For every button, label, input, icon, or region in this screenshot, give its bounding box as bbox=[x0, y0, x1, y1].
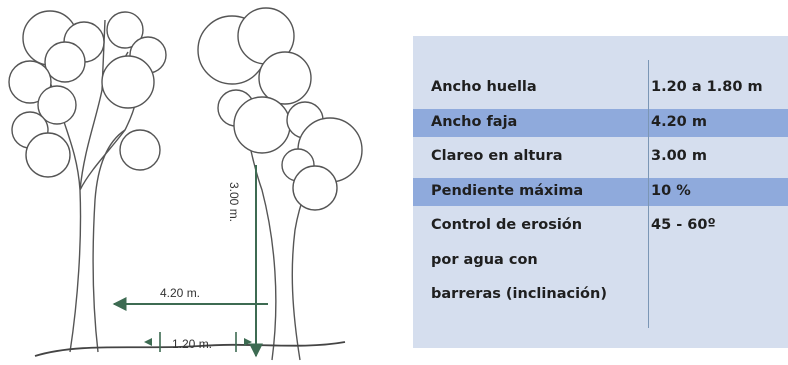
spec-label: Ancho faja bbox=[431, 113, 518, 130]
spec-value: 3.00 m bbox=[651, 148, 707, 164]
spec-table: Ancho huella 1.20 a 1.80 m Ancho faja 4.20 … bbox=[413, 36, 788, 348]
trail-width-label: 1.20 m. bbox=[172, 337, 212, 351]
height-label: 3.00 m. bbox=[227, 182, 241, 222]
spec-label: Pendiente máxima bbox=[431, 182, 584, 199]
left-tree bbox=[8, 10, 167, 353]
spec-label: Clareo en altura bbox=[431, 148, 563, 164]
spec-row: Control de erosión 45 - 60º bbox=[413, 212, 788, 240]
spec-row: Ancho faja 4.20 m bbox=[413, 108, 788, 137]
spec-label: Control de erosión bbox=[431, 217, 583, 233]
spec-row: por agua con bbox=[413, 247, 788, 275]
spacing-label: 4.20 m. bbox=[160, 286, 200, 300]
spec-row: Ancho huella 1.20 a 1.80 m bbox=[413, 74, 788, 102]
spec-row: Clareo en altura 3.00 m bbox=[413, 143, 788, 171]
ground-line bbox=[34, 341, 346, 357]
spec-value: 4.20 m bbox=[651, 113, 707, 130]
spec-row: Pendiente máxima 10 % bbox=[413, 177, 788, 206]
spec-value: 1.20 a 1.80 m bbox=[651, 79, 763, 95]
trail-width-marker bbox=[144, 332, 252, 352]
column-divider bbox=[648, 60, 649, 328]
spec-value: 45 - 60º bbox=[651, 217, 716, 233]
spec-label: por agua con bbox=[431, 251, 538, 268]
spec-value: 10 % bbox=[651, 182, 691, 199]
spec-row: barreras (inclinación) bbox=[413, 281, 788, 309]
right-tree bbox=[197, 7, 363, 361]
spec-label: barreras (inclinación) bbox=[431, 286, 607, 302]
spec-label: Ancho huella bbox=[431, 79, 537, 95]
trail-clearance-diagram: 3.00 m. 4.20 m. 1.20 m. bbox=[8, 7, 363, 361]
